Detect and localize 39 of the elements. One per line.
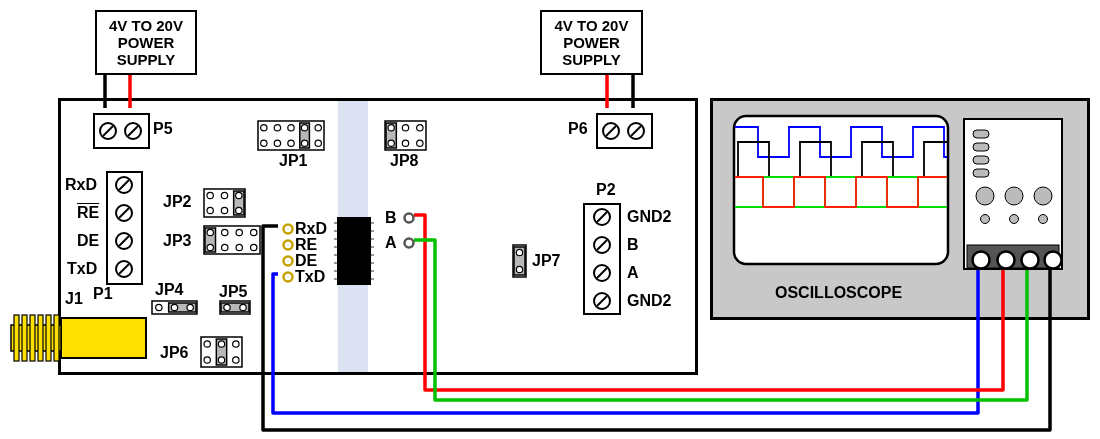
pin-label: DE bbox=[77, 232, 100, 250]
jumper-label: JP1 bbox=[279, 152, 308, 170]
pin-label: A bbox=[385, 234, 397, 252]
wire bbox=[128, 75, 132, 108]
oscilloscope-body bbox=[710, 98, 1090, 320]
wire bbox=[605, 75, 609, 108]
jumper-label: JP4 bbox=[155, 281, 184, 299]
connector-label: P5 bbox=[153, 120, 173, 138]
pin-label: B bbox=[627, 236, 639, 254]
pin-label: GND2 bbox=[627, 208, 672, 226]
connector-label: P2 bbox=[596, 181, 616, 199]
connector-label: J1 bbox=[65, 290, 83, 308]
connector-label: P1 bbox=[93, 285, 113, 303]
pin-label: RxD bbox=[65, 176, 97, 194]
jumper-label: JP7 bbox=[532, 252, 561, 270]
wire bbox=[631, 75, 635, 108]
jumper-label: JP6 bbox=[160, 344, 189, 362]
wire bbox=[271, 267, 980, 415]
power-supply-box: 4V TO 20V POWER SUPPLY bbox=[95, 10, 197, 75]
pin-label: RE bbox=[295, 236, 318, 254]
oscilloscope-label: OSCILLOSCOPE bbox=[775, 284, 903, 302]
jumper-label: JP5 bbox=[219, 283, 248, 301]
wire bbox=[414, 238, 1029, 402]
connector-label: P6 bbox=[568, 120, 588, 138]
pin-label: TxD bbox=[295, 268, 326, 286]
wire bbox=[414, 213, 1005, 392]
jumper-label: JP3 bbox=[163, 232, 192, 250]
power-supply-box: 4V TO 20V POWER SUPPLY bbox=[540, 10, 643, 75]
pin-label: A bbox=[627, 264, 639, 282]
pin-label: DE bbox=[295, 252, 318, 270]
pin-label: RE bbox=[77, 204, 100, 222]
jumper-label: JP2 bbox=[163, 193, 192, 211]
jumper-label: JP8 bbox=[390, 152, 419, 170]
pin-label: RxD bbox=[295, 220, 327, 238]
wire bbox=[261, 224, 1052, 432]
wire bbox=[103, 75, 107, 108]
pin-label: GND2 bbox=[627, 292, 672, 310]
pin-label: B bbox=[385, 209, 397, 227]
pin-label: TxD bbox=[67, 260, 98, 278]
